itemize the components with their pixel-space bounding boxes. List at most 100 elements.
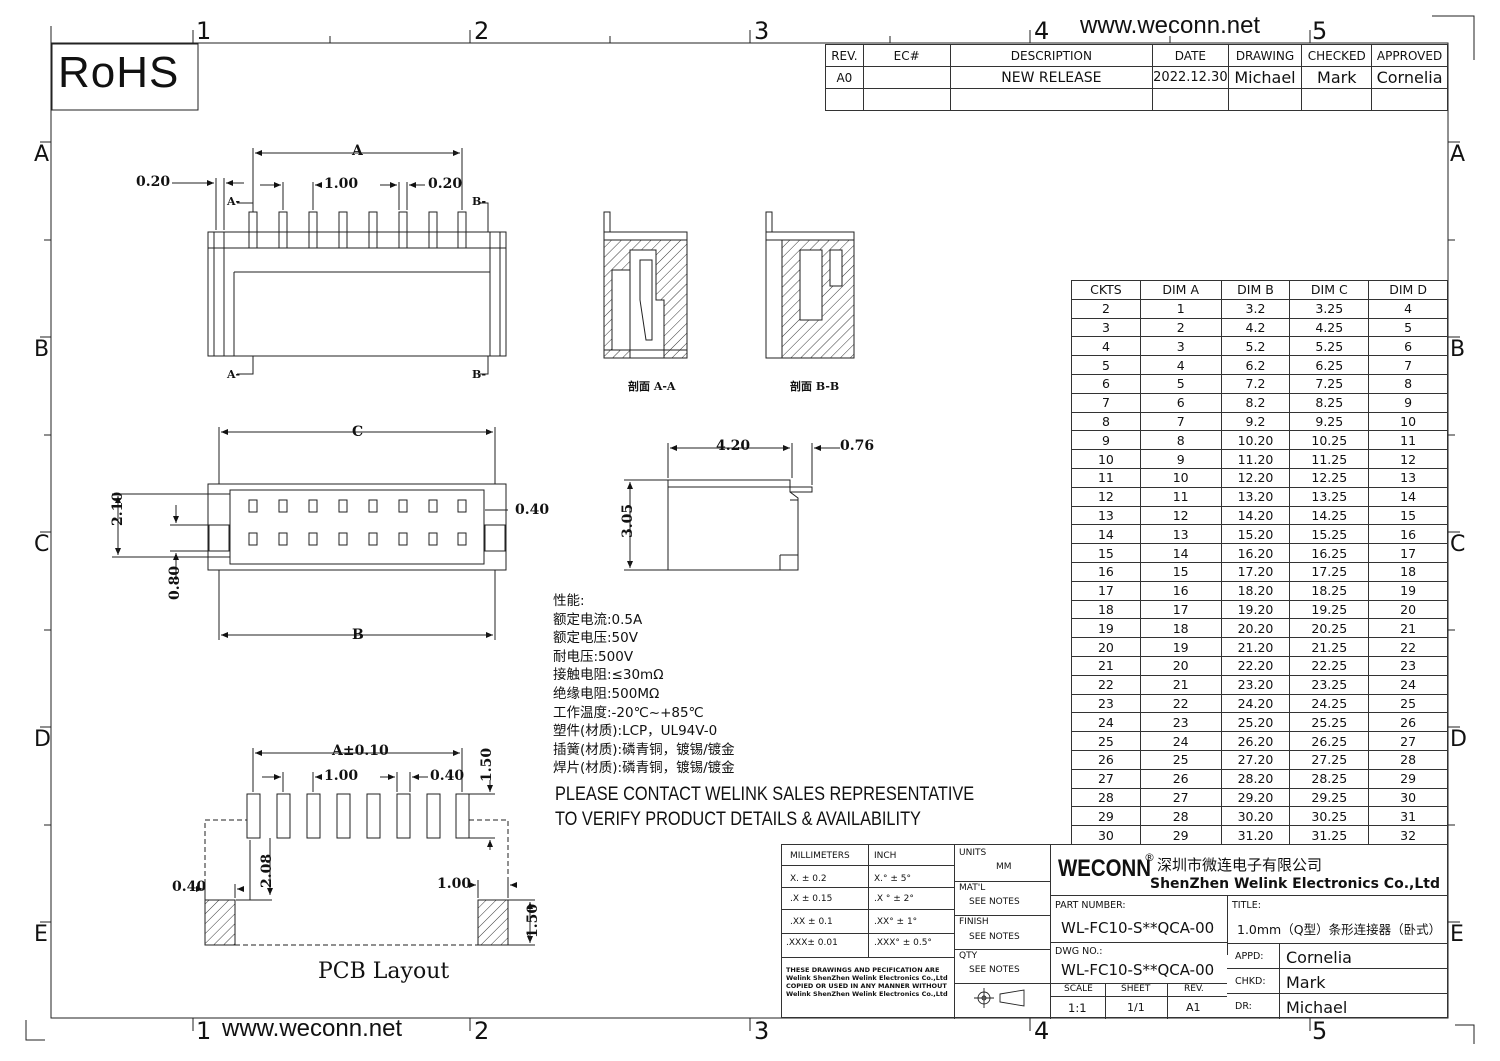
dimension-cell: 22 bbox=[1368, 637, 1448, 657]
dimension-cell: 19 bbox=[1139, 637, 1222, 657]
dimension-cell: 9 bbox=[1139, 449, 1222, 469]
website-top[interactable]: www.weconn.net bbox=[1080, 12, 1261, 39]
dimension-cell: 23.25 bbox=[1289, 674, 1370, 695]
dimension-cell: 25 bbox=[1139, 749, 1222, 770]
dimension-cell: 26.25 bbox=[1289, 731, 1370, 751]
part-number: WL-FC10-S**QCA-00 bbox=[1061, 919, 1215, 937]
dimension-cell: 21 bbox=[1368, 618, 1448, 639]
grid-letter: E bbox=[1450, 922, 1464, 947]
dimension-cell: 5 bbox=[1368, 317, 1448, 338]
dimension-cell: 17 bbox=[1071, 580, 1141, 601]
dimension-cell: 4.2 bbox=[1220, 317, 1291, 338]
zone-ticks bbox=[25, 15, 1475, 1044]
revision-cell bbox=[862, 66, 951, 89]
tol-in: X.° ± 5° bbox=[874, 874, 912, 884]
dimension-cell: 17 bbox=[1139, 599, 1222, 620]
dr-name: Michael bbox=[1286, 998, 1348, 1017]
dimension-header-cell: DIM C bbox=[1289, 280, 1370, 300]
dimension-cell: 16 bbox=[1071, 561, 1141, 582]
appd-label: APPD: bbox=[1235, 951, 1264, 962]
website-bottom[interactable]: www.weconn.net bbox=[222, 1015, 403, 1042]
dimension-cell: 5.25 bbox=[1289, 336, 1370, 357]
notice-line-1: PLEASE CONTACT WELINK SALES REPRESENTATI… bbox=[555, 784, 975, 805]
dimension-cell: 15.25 bbox=[1289, 524, 1370, 545]
dwg-number: WL-FC10-S**QCA-00 bbox=[1061, 961, 1215, 979]
dimension-cell: 4 bbox=[1071, 336, 1141, 357]
dimension-cell: 25 bbox=[1071, 731, 1141, 751]
tol-mm: .XX ± 0.1 bbox=[790, 917, 833, 927]
rev-label: REV. bbox=[1184, 984, 1204, 994]
dimension-cell: 22 bbox=[1071, 674, 1141, 695]
pcb-dim-pad: 0.40 bbox=[430, 768, 465, 784]
tolerance-table: MILLIMETERS INCH X. ± 0.2 .X ± 0.15 .XX … bbox=[782, 845, 954, 957]
dimension-cell: 8.2 bbox=[1220, 392, 1291, 413]
dimension-cell: 18.25 bbox=[1289, 580, 1370, 601]
dimension-cell: 10.25 bbox=[1289, 430, 1370, 451]
dimension-cell: 10 bbox=[1368, 411, 1448, 432]
brand-logo: WECONN bbox=[1058, 855, 1151, 882]
dimension-cell: 29.25 bbox=[1289, 787, 1370, 808]
units-value: MM bbox=[996, 862, 1012, 872]
sheet-label: SHEET bbox=[1121, 984, 1151, 994]
dimension-cell: 18 bbox=[1071, 599, 1141, 620]
grid-letter: A bbox=[34, 142, 50, 167]
dimension-cell: 5.2 bbox=[1220, 336, 1291, 357]
dimension-cell: 13 bbox=[1071, 505, 1141, 526]
grid-number: 2 bbox=[474, 1017, 490, 1045]
product-title: 1.0mm（Q型）条形连接器（卧式） bbox=[1237, 922, 1442, 937]
dimension-cell: 27.20 bbox=[1220, 749, 1291, 770]
dimension-cell: 23 bbox=[1368, 655, 1448, 676]
section-mark-a-top: A- bbox=[227, 195, 241, 208]
dimension-cell: 12.25 bbox=[1289, 467, 1370, 488]
dimension-cell: 8.25 bbox=[1289, 392, 1370, 413]
grid-letter: C bbox=[34, 532, 50, 557]
side-dim-076: 0.76 bbox=[840, 438, 875, 454]
dimension-cell: 29 bbox=[1139, 825, 1222, 845]
revision-cell: A0 bbox=[825, 66, 864, 89]
dimension-cell: 21.20 bbox=[1220, 637, 1291, 657]
dimension-cell: 32 bbox=[1368, 825, 1448, 845]
revision-header-cell: DESCRIPTION bbox=[949, 44, 1154, 67]
dimension-cell: 11.20 bbox=[1220, 449, 1291, 469]
dimension-cell: 10 bbox=[1071, 449, 1141, 469]
dimension-cell: 4 bbox=[1368, 298, 1448, 319]
dimension-cell: 30.20 bbox=[1220, 806, 1291, 827]
grid-number: 3 bbox=[754, 1017, 770, 1045]
dimension-header-cell: DIM B bbox=[1220, 280, 1291, 300]
dimension-cell: 19.25 bbox=[1289, 599, 1370, 620]
dimension-cell: 20.25 bbox=[1289, 618, 1370, 639]
pcb-dim-pitch: 1.00 bbox=[324, 768, 359, 784]
dimension-cell: 9.2 bbox=[1220, 411, 1291, 432]
dimension-cell: 21.25 bbox=[1289, 637, 1370, 657]
spec-line: 额定电压:50V bbox=[553, 630, 638, 647]
dwg-number-label: DWG NO.: bbox=[1055, 946, 1103, 957]
dimension-cell: 5 bbox=[1071, 355, 1141, 375]
qty-value: SEE NOTES bbox=[969, 965, 1020, 975]
dimension-header-row: CKTS DIM A DIM B DIM C DIM D bbox=[1071, 280, 1448, 300]
dimension-cell: 1 bbox=[1139, 298, 1222, 319]
dimension-cell: 29.20 bbox=[1220, 787, 1291, 808]
scale-label: SCALE bbox=[1064, 984, 1093, 994]
front-dim-c: C bbox=[352, 424, 364, 440]
notice-line-2: TO VERIFY PRODUCT DETAILS & AVAILABILITY bbox=[555, 809, 921, 830]
grid-letter: A bbox=[1450, 142, 1466, 167]
grid-letter: B bbox=[1450, 337, 1466, 362]
dimension-cell: 5 bbox=[1139, 373, 1222, 394]
dimension-cell: 16.25 bbox=[1289, 543, 1370, 563]
spec-line: 工作温度:-20℃~+85℃ bbox=[553, 704, 704, 721]
dimension-cell: 18 bbox=[1368, 561, 1448, 582]
front-dim-040: 0.40 bbox=[515, 502, 550, 518]
dimension-cell: 30 bbox=[1368, 787, 1448, 808]
dimension-cell: 4 bbox=[1139, 355, 1222, 375]
dimension-cell: 28 bbox=[1368, 749, 1448, 770]
dimension-cell: 18.20 bbox=[1220, 580, 1291, 601]
dimension-cell: 8 bbox=[1139, 430, 1222, 451]
spec-line: 塑件(材质):LCP，UL94V-0 bbox=[553, 723, 718, 740]
dimension-cell: 15.20 bbox=[1220, 524, 1291, 545]
